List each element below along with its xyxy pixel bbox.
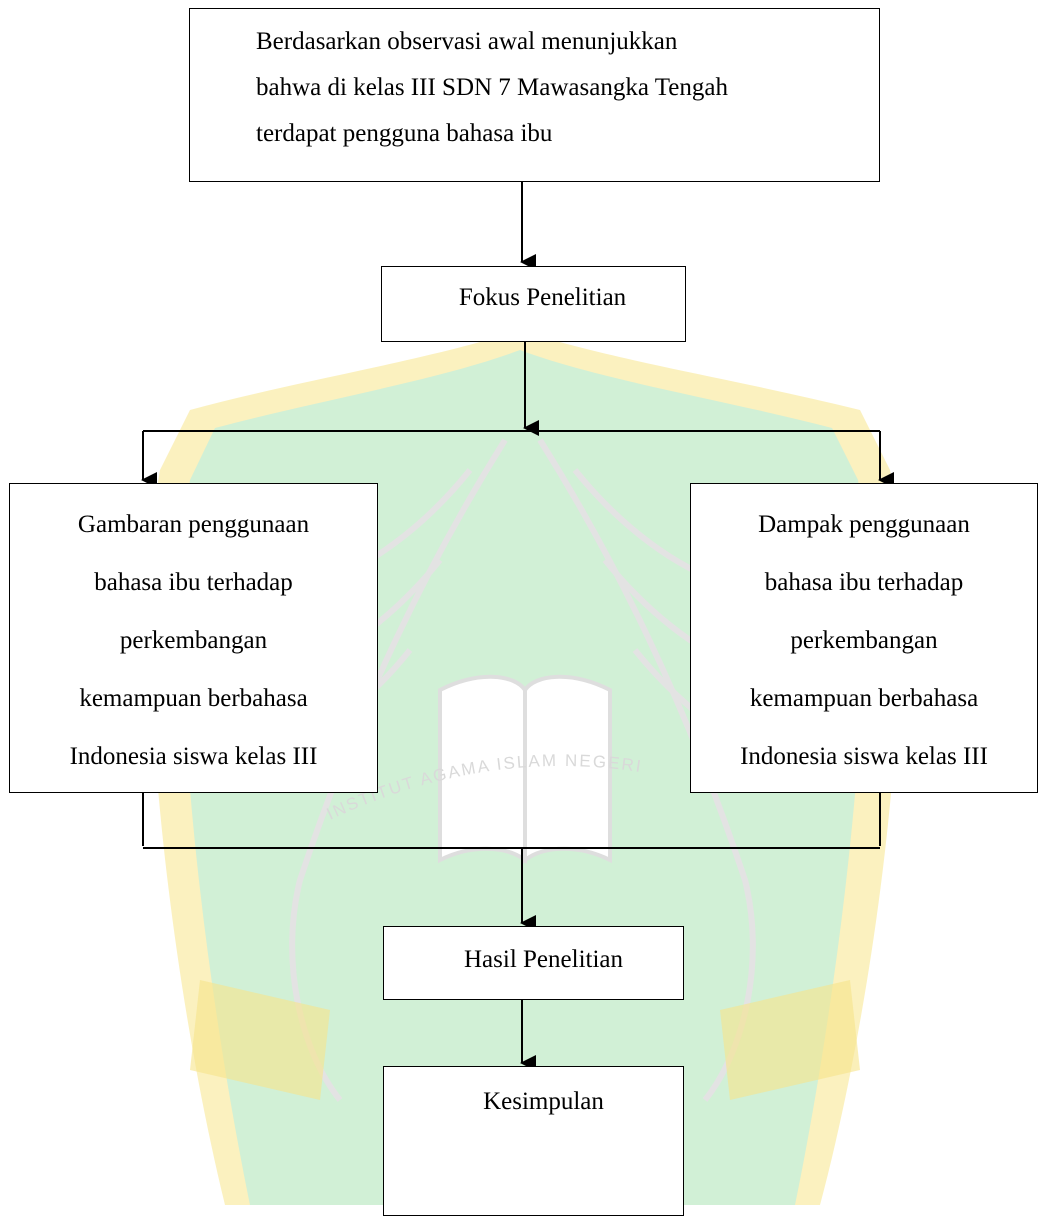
results-label: Hasil Penelitian [464, 946, 623, 973]
results-box: Hasil Penelitian [383, 926, 684, 1000]
right-branch-line: Indonesia siswa kelas III [740, 743, 988, 770]
observation-line: Berdasarkan observasi awal menunjukkan [256, 28, 678, 55]
focus-label: Fokus Penelitian [458, 284, 627, 311]
left-branch-line: kemampuan berbahasa [79, 685, 308, 712]
left-branch-text: Gambaran penggunaan bahasa ibu terhadap … [10, 496, 377, 786]
right-branch-line: Dampak penggunaan [758, 511, 970, 538]
right-branch-line: kemampuan berbahasa [749, 685, 979, 712]
conclusion-box: Kesimpulan [383, 1066, 684, 1216]
left-branch-box: Gambaran penggunaan bahasa ibu terhadap … [9, 483, 378, 793]
left-branch-line: perkembangan [119, 627, 268, 654]
observation-line: terdapat pengguna bahasa ibu [256, 120, 553, 147]
observation-box: Berdasarkan observasi awal menunjukkan b… [189, 8, 880, 182]
right-branch-box: Dampak penggunaan bahasa ibu terhadap pe… [690, 483, 1038, 793]
right-branch-line: perkembangan [790, 627, 938, 654]
observation-line: bahwa di kelas III SDN 7 Mawasangka Teng… [256, 74, 728, 101]
left-branch-line: Indonesia siswa kelas III [69, 743, 318, 770]
observation-text: Berdasarkan observasi awal menunjukkan b… [256, 19, 851, 157]
focus-box: Fokus Penelitian [381, 266, 686, 342]
seal-ribbons [190, 980, 860, 1100]
right-branch-text: Dampak penggunaan bahasa ibu terhadap pe… [691, 496, 1037, 786]
left-branch-line: bahasa ibu terhadap [94, 569, 293, 596]
right-branch-line: bahasa ibu terhadap [764, 569, 964, 596]
left-branch-line: Gambaran penggunaan [77, 511, 310, 538]
conclusion-label: Kesimpulan [483, 1088, 604, 1115]
seal-book [438, 674, 612, 864]
